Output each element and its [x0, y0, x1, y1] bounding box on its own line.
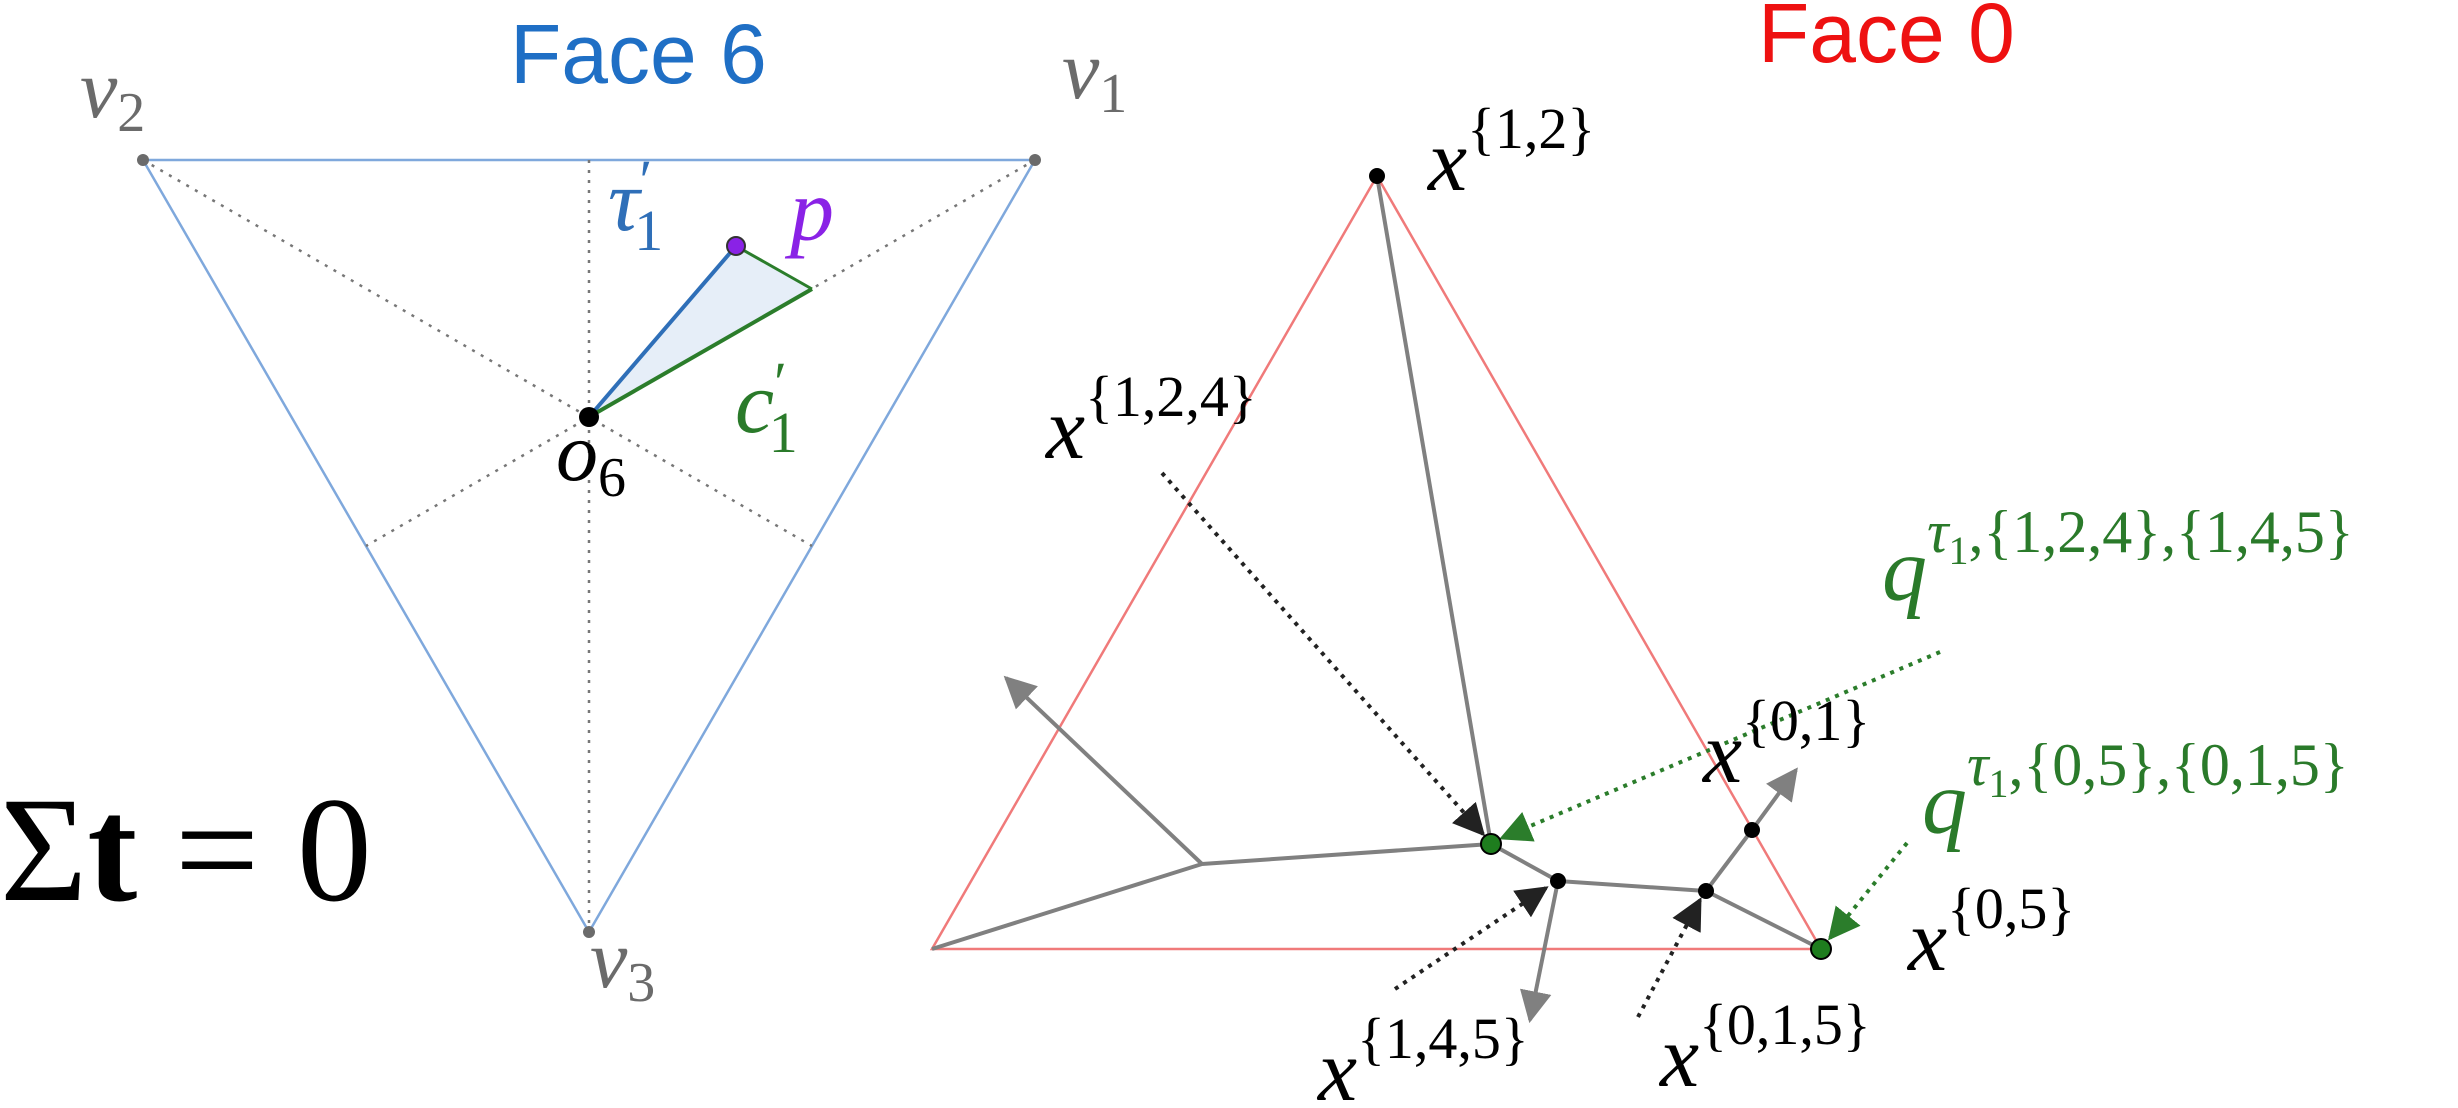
face6-title: Face 6: [510, 7, 767, 101]
vertex-x01: [1744, 822, 1760, 838]
label-v2: v2: [80, 43, 145, 144]
label-q2: qτ1,{0,5},{0,1,5}: [1922, 732, 2349, 853]
vertex-v3: [583, 926, 595, 938]
point-p: [726, 236, 746, 256]
pointer-x124: [1160, 471, 1486, 837]
face0-rays: [1003, 675, 1798, 1024]
label-q1: qτ1,{1,2,4},{1,4,5}: [1882, 499, 2354, 620]
label-tau1: τ′1: [608, 148, 663, 263]
vertex-v2: [137, 154, 149, 166]
label-x145: x{1,4,5}: [1316, 1006, 1529, 1108]
vertex-q1: [1480, 833, 1502, 855]
label-x05: x{0,5}: [1906, 876, 2075, 990]
ray-up-right: [1750, 767, 1798, 832]
pointer-q2: [1827, 841, 1909, 941]
face0-triangle: [929, 173, 1824, 951]
ray-down: [1520, 880, 1560, 1024]
label-x12: x{1,2}: [1426, 96, 1595, 210]
vertex-o6: [579, 407, 599, 427]
edge-c1: [588, 287, 813, 419]
label-p: p: [784, 163, 834, 260]
label-x015: x{0,1,5}: [1658, 992, 1871, 1106]
vertex-q2: [1810, 938, 1832, 960]
label-x124: x{1,2,4}: [1044, 364, 1257, 478]
edge-p-c1: [735, 244, 813, 291]
label-x01: x{0,1}: [1701, 688, 1870, 802]
face6-panel: Face 6 v2 v1 v3 o6 p τ′1 c′1: [80, 7, 1127, 1014]
edge-tau1: [587, 244, 738, 419]
cell-tau1: [589, 246, 812, 417]
face0-q-pointers: [1499, 650, 1941, 941]
sum-label: Σt = 0: [0, 767, 372, 933]
vertex-x12: [1369, 168, 1385, 184]
label-o6: o6: [556, 406, 626, 509]
face0-graph-edges: [931, 175, 1822, 951]
pointer-x015: [1636, 897, 1702, 1018]
ray-left: [1003, 675, 1204, 866]
vertex-v1: [1029, 154, 1041, 166]
face0-panel: Face 0: [929, 0, 2354, 1108]
label-c1: c′1: [735, 350, 798, 465]
label-v3: v3: [590, 913, 655, 1014]
face0-pointers: [1160, 471, 1702, 1018]
pointer-x145: [1393, 886, 1549, 991]
label-v1: v1: [1062, 24, 1127, 125]
vertex-x145: [1550, 873, 1566, 889]
vertex-x015: [1698, 883, 1714, 899]
face0-title: Face 0: [1758, 0, 2015, 80]
